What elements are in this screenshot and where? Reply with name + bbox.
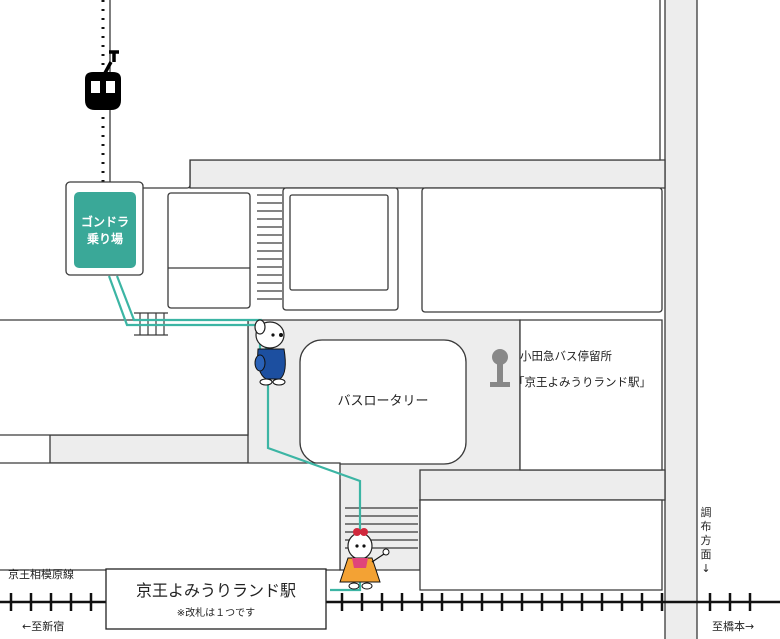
station-note: ※改札は１つです — [177, 606, 255, 619]
crosswalk-north — [257, 194, 282, 300]
svg-text:方: 方 — [701, 533, 712, 547]
bus-stop-label-1: 小田急バス停留所 — [520, 349, 612, 363]
road-upper — [189, 159, 666, 189]
rotary-label: バスロータリー — [337, 394, 428, 409]
gondola-station-label-1: ゴンドラ — [81, 214, 129, 229]
mascot-dog-icon — [254, 319, 286, 386]
building-blocks — [0, 0, 663, 591]
block-north — [109, 0, 661, 189]
chofu-direction-label: 調 布 方 面 ↓ — [701, 505, 712, 575]
toward-shinjuku: ←至新宿 — [22, 619, 64, 633]
mascot-girl-icon — [339, 528, 390, 590]
block-southwest — [0, 462, 341, 571]
road-lower-east — [419, 469, 666, 501]
bus-stop-label-2: 「京王よみうりランド駅」 — [513, 375, 651, 389]
svg-text:↓: ↓ — [701, 562, 710, 575]
station-name: 京王よみうりランド駅 — [136, 581, 296, 600]
bus-stop-icon — [490, 349, 510, 387]
railway-line-name: 京王相模原線 — [8, 567, 74, 581]
gondola-icon — [85, 50, 121, 110]
block-west — [0, 319, 249, 436]
block-center-inner — [289, 194, 389, 291]
block-bus-stop — [519, 319, 663, 471]
block-southeast — [419, 499, 663, 591]
bus-rotary — [299, 339, 467, 465]
block-northeast — [421, 187, 663, 313]
road-west — [49, 434, 251, 464]
gondola-station[interactable]: ゴンドラ 乗り場 — [65, 181, 144, 276]
block-small-west — [167, 192, 251, 309]
station-box[interactable]: 京王よみうりランド駅 ※改札は１つです — [105, 568, 327, 630]
road-vertical-east — [664, 0, 698, 639]
svg-text:面: 面 — [701, 548, 712, 561]
toward-hashimoto: 至橋本→ — [712, 619, 754, 633]
svg-text:調: 調 — [701, 505, 712, 519]
svg-text:布: 布 — [701, 520, 712, 533]
gondola-station-label-2: 乗り場 — [87, 231, 123, 246]
